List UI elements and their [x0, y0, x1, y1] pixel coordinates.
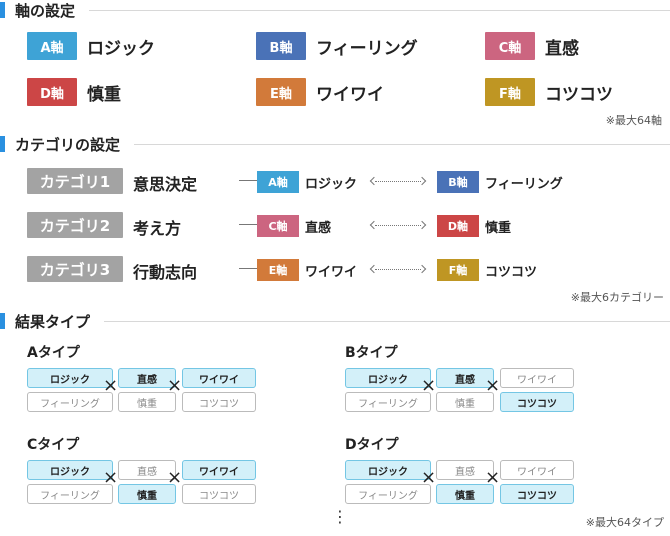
axis-name: 慎重	[87, 84, 121, 105]
axis-name: ロジック	[87, 38, 155, 59]
axis-badge: B軸	[256, 32, 306, 60]
category-left-axis-badge: C軸	[257, 215, 299, 237]
category-right-axis-name: コツコツ	[485, 265, 538, 280]
section-divider	[89, 9, 670, 11]
times-icon: ×	[421, 375, 437, 396]
result-chip: コツコツ	[500, 484, 574, 504]
double-arrow-icon	[375, 181, 421, 182]
double-arrow-icon	[375, 269, 421, 270]
times-icon: ×	[421, 467, 437, 488]
category-name: 考え方	[133, 219, 182, 238]
axis-limit-note: ※最大64軸	[605, 114, 662, 127]
axis-badge: C軸	[485, 32, 535, 60]
times-icon: ×	[103, 375, 119, 396]
section-marker	[0, 136, 5, 152]
axis-badge: E軸	[256, 78, 306, 106]
axis-badge: D軸	[27, 78, 77, 106]
section-divider	[134, 143, 670, 145]
result-chip: コツコツ	[182, 484, 256, 504]
axis-name: コツコツ	[545, 84, 613, 105]
result-type-name: Aタイプ	[27, 345, 80, 361]
result-type-name: Cタイプ	[27, 437, 80, 453]
category-row-1[interactable]: カテゴリ1 意思決定 A軸 ロジック B軸 フィーリング	[27, 168, 627, 194]
category-badge: カテゴリ3	[27, 256, 123, 282]
result-chip: フィーリング	[27, 484, 113, 504]
category-row-2[interactable]: カテゴリ2 考え方 C軸 直感 D軸 慎重	[27, 212, 627, 238]
more-icon: ⋮	[332, 507, 348, 526]
category-left-axis-badge: E軸	[257, 259, 299, 281]
category-left-axis-badge: A軸	[257, 171, 299, 193]
axis-b[interactable]: B軸 フィーリング	[256, 32, 418, 60]
section-title: カテゴリの設定	[15, 135, 121, 154]
result-chip: 直感	[118, 460, 176, 480]
result-chip: 直感	[436, 460, 494, 480]
result-type-d[interactable]: Dタイプ ロジック フィーリング × 直感 慎重 × ワイワイ コツコツ	[345, 434, 585, 506]
times-icon: ×	[167, 467, 183, 488]
category-name: 意思決定	[133, 175, 198, 194]
category-badge: カテゴリ1	[27, 168, 123, 194]
category-right-axis-badge: F軸	[437, 259, 479, 281]
result-chip: 慎重	[436, 392, 494, 412]
result-type-name: Bタイプ	[345, 345, 398, 361]
result-chip: ロジック	[27, 368, 113, 388]
axis-name: 直感	[545, 38, 579, 59]
category-row-3[interactable]: カテゴリ3 行動志向 E軸 ワイワイ F軸 コツコツ	[27, 256, 627, 282]
result-chip: コツコツ	[500, 392, 574, 412]
category-right-axis-name: 慎重	[485, 221, 512, 236]
result-chip: フィーリング	[345, 392, 431, 412]
axis-d[interactable]: D軸 慎重	[27, 78, 121, 106]
category-right-axis-name: フィーリング	[485, 177, 563, 192]
result-chip: ロジック	[345, 368, 431, 388]
category-badge: カテゴリ2	[27, 212, 123, 238]
result-type-a[interactable]: Aタイプ ロジック フィーリング × 直感 慎重 × ワイワイ コツコツ	[27, 342, 267, 414]
category-limit-note: ※最大6カテゴリー	[570, 291, 664, 304]
result-chip: コツコツ	[182, 392, 256, 412]
times-icon: ×	[485, 375, 501, 396]
section-header-result: 結果タイプ	[0, 311, 670, 331]
axis-badge: F軸	[485, 78, 535, 106]
axis-c[interactable]: C軸 直感	[485, 32, 579, 60]
category-left-axis-name: ロジック	[305, 177, 358, 192]
result-chip: ワイワイ	[182, 460, 256, 480]
result-chip: 直感	[118, 368, 176, 388]
axis-a[interactable]: A軸 ロジック	[27, 32, 155, 60]
axis-e[interactable]: E軸 ワイワイ	[256, 78, 384, 106]
section-header-category: カテゴリの設定	[0, 134, 670, 154]
result-chip: ワイワイ	[500, 460, 574, 480]
times-icon: ×	[485, 467, 501, 488]
axis-name: ワイワイ	[316, 84, 384, 105]
category-right-axis-badge: B軸	[437, 171, 479, 193]
category-left-axis-name: 直感	[305, 221, 332, 236]
times-icon: ×	[167, 375, 183, 396]
axis-badge: A軸	[27, 32, 77, 60]
result-chip: ロジック	[345, 460, 431, 480]
category-name: 行動志向	[133, 263, 198, 282]
section-divider	[104, 320, 670, 322]
result-chip: ワイワイ	[500, 368, 574, 388]
section-title: 結果タイプ	[15, 312, 91, 331]
result-chip: 慎重	[118, 392, 176, 412]
result-type-name: Dタイプ	[345, 437, 399, 453]
category-right-axis-badge: D軸	[437, 215, 479, 237]
result-chip: 慎重	[118, 484, 176, 504]
result-chip: フィーリング	[345, 484, 431, 504]
section-title: 軸の設定	[15, 1, 76, 20]
result-chip: 直感	[436, 368, 494, 388]
times-icon: ×	[103, 467, 119, 488]
section-marker	[0, 2, 5, 18]
axis-name: フィーリング	[316, 38, 418, 59]
double-arrow-icon	[375, 225, 421, 226]
result-type-b[interactable]: Bタイプ ロジック フィーリング × 直感 慎重 × ワイワイ コツコツ	[345, 342, 585, 414]
result-limit-note: ※最大64タイプ	[585, 516, 664, 529]
section-header-axis: 軸の設定	[0, 0, 670, 20]
result-chip: フィーリング	[27, 392, 113, 412]
result-chip: 慎重	[436, 484, 494, 504]
result-type-c[interactable]: Cタイプ ロジック フィーリング × 直感 慎重 × ワイワイ コツコツ	[27, 434, 267, 506]
category-left-axis-name: ワイワイ	[305, 265, 358, 280]
result-chip: ワイワイ	[182, 368, 256, 388]
section-marker	[0, 313, 5, 329]
axis-f[interactable]: F軸 コツコツ	[485, 78, 613, 106]
result-chip: ロジック	[27, 460, 113, 480]
